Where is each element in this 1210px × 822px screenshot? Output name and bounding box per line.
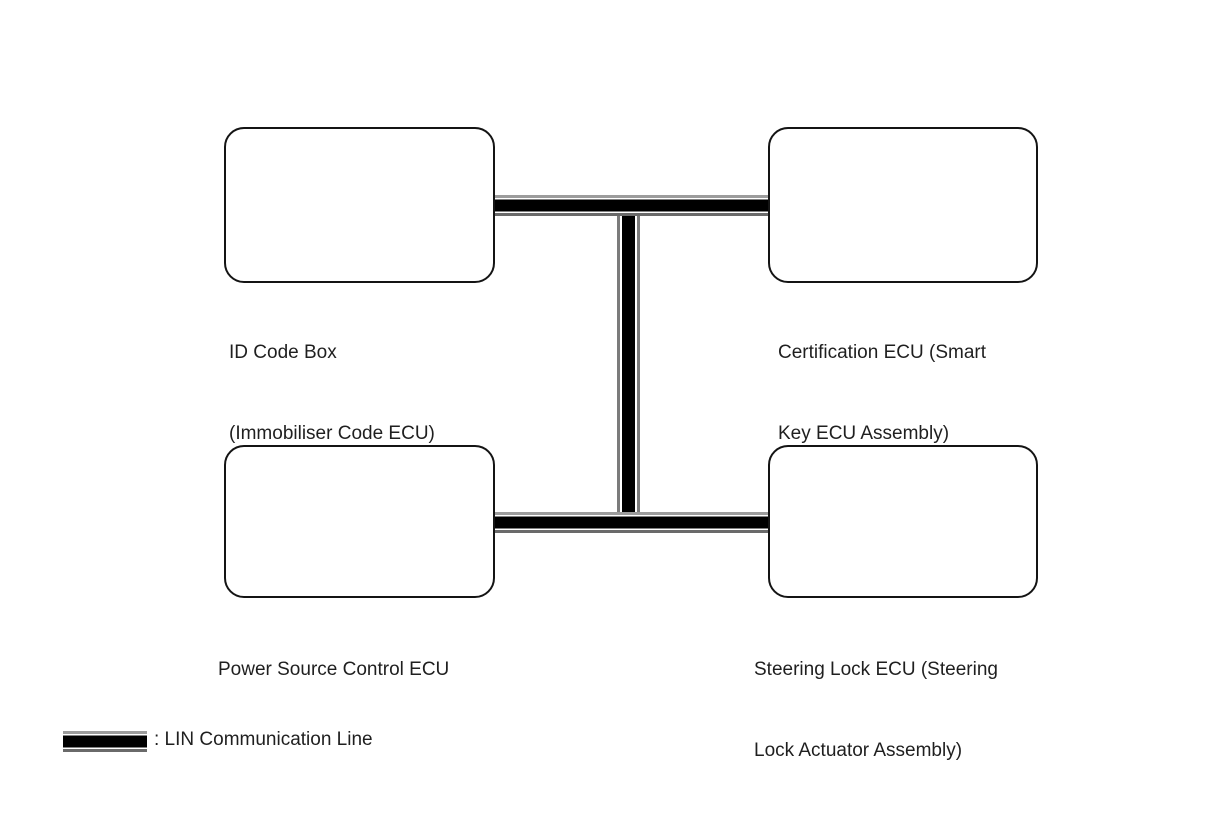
node-label-line: Certification ECU (Smart <box>778 342 986 363</box>
lin-bottom-branch-line <box>493 512 770 533</box>
node-label-line: Lock Actuator Assembly) <box>754 740 963 761</box>
legend-label: : LIN Communication Line <box>154 729 373 750</box>
node-steering-lock-ecu <box>768 445 1038 598</box>
lin-line-swatch-icon <box>63 730 147 752</box>
lin-vertical-bus-line <box>617 200 640 530</box>
node-id-code-box <box>224 127 495 283</box>
lin-top-branch-line <box>493 195 770 216</box>
node-label-line: (Immobiliser Code ECU) <box>229 423 435 444</box>
legend: : LIN Communication Line <box>63 726 373 753</box>
node-certification-ecu <box>768 127 1038 283</box>
node-label-line: ID Code Box <box>229 342 337 363</box>
node-label-line: Key ECU Assembly) <box>778 423 950 444</box>
node-label-certification-ecu: Certification ECU (Smart Key ECU Assembl… <box>778 285 986 501</box>
node-label-line: Steering Lock ECU (Steering <box>754 659 998 680</box>
node-power-source-control-ecu <box>224 445 495 598</box>
node-label-steering-lock-ecu: Steering Lock ECU (Steering Lock Actuato… <box>754 602 998 818</box>
node-label-id-code-box: ID Code Box (Immobiliser Code ECU) <box>229 285 435 501</box>
node-label-power-source-control-ecu: Power Source Control ECU <box>218 602 449 764</box>
node-label-line: Power Source Control ECU <box>218 659 450 680</box>
